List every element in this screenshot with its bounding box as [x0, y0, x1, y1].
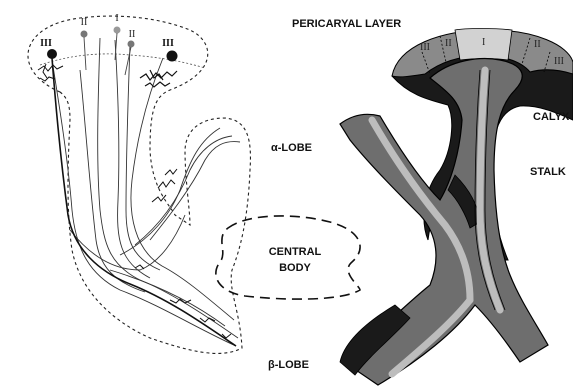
neuron-type-label: II — [81, 17, 88, 28]
calyx-label: CALYX — [533, 111, 570, 123]
beta-lobe-label: β-LOBE — [268, 359, 309, 371]
neuron-type-label: III — [40, 38, 52, 49]
region-type-label: I — [482, 37, 485, 48]
region-type-label: II — [534, 39, 541, 50]
beta-lobe-collaterals — [135, 265, 231, 338]
region-type-label: III — [420, 42, 430, 53]
soma-type-one — [114, 27, 121, 34]
central-body-label-line1: CENTRAL — [269, 246, 322, 258]
central-body-label-line2: BODY — [279, 262, 311, 274]
left-dendrite-cluster — [38, 64, 63, 81]
region-type-label: III — [554, 56, 564, 67]
type-three-neuron-axon — [52, 58, 236, 346]
neuron-fibers — [52, 38, 240, 346]
right-schematic: III II I II III — [340, 29, 573, 386]
soma-type-three-left — [47, 49, 57, 59]
soma-type-two-right — [128, 41, 135, 48]
neuron-type-label: III — [162, 38, 174, 49]
right-dendrite-cluster — [140, 70, 177, 87]
alpha-lobe-collaterals — [152, 169, 177, 202]
soma-type-two-left — [81, 31, 88, 38]
neuron-type-label: II — [129, 29, 136, 40]
soma-type-three-right — [167, 51, 178, 62]
alpha-lobe-label: α-LOBE — [271, 142, 312, 154]
stalk-label: STALK — [530, 166, 566, 178]
pericaryal-layer-label: PERICARYAL LAYER — [292, 18, 401, 30]
neuron-type-label: I — [115, 13, 118, 24]
left-inner-calyx-outline — [40, 54, 205, 68]
region-type-label: II — [445, 38, 452, 49]
left-neuron-drawing: III II I II III — [28, 13, 250, 353]
